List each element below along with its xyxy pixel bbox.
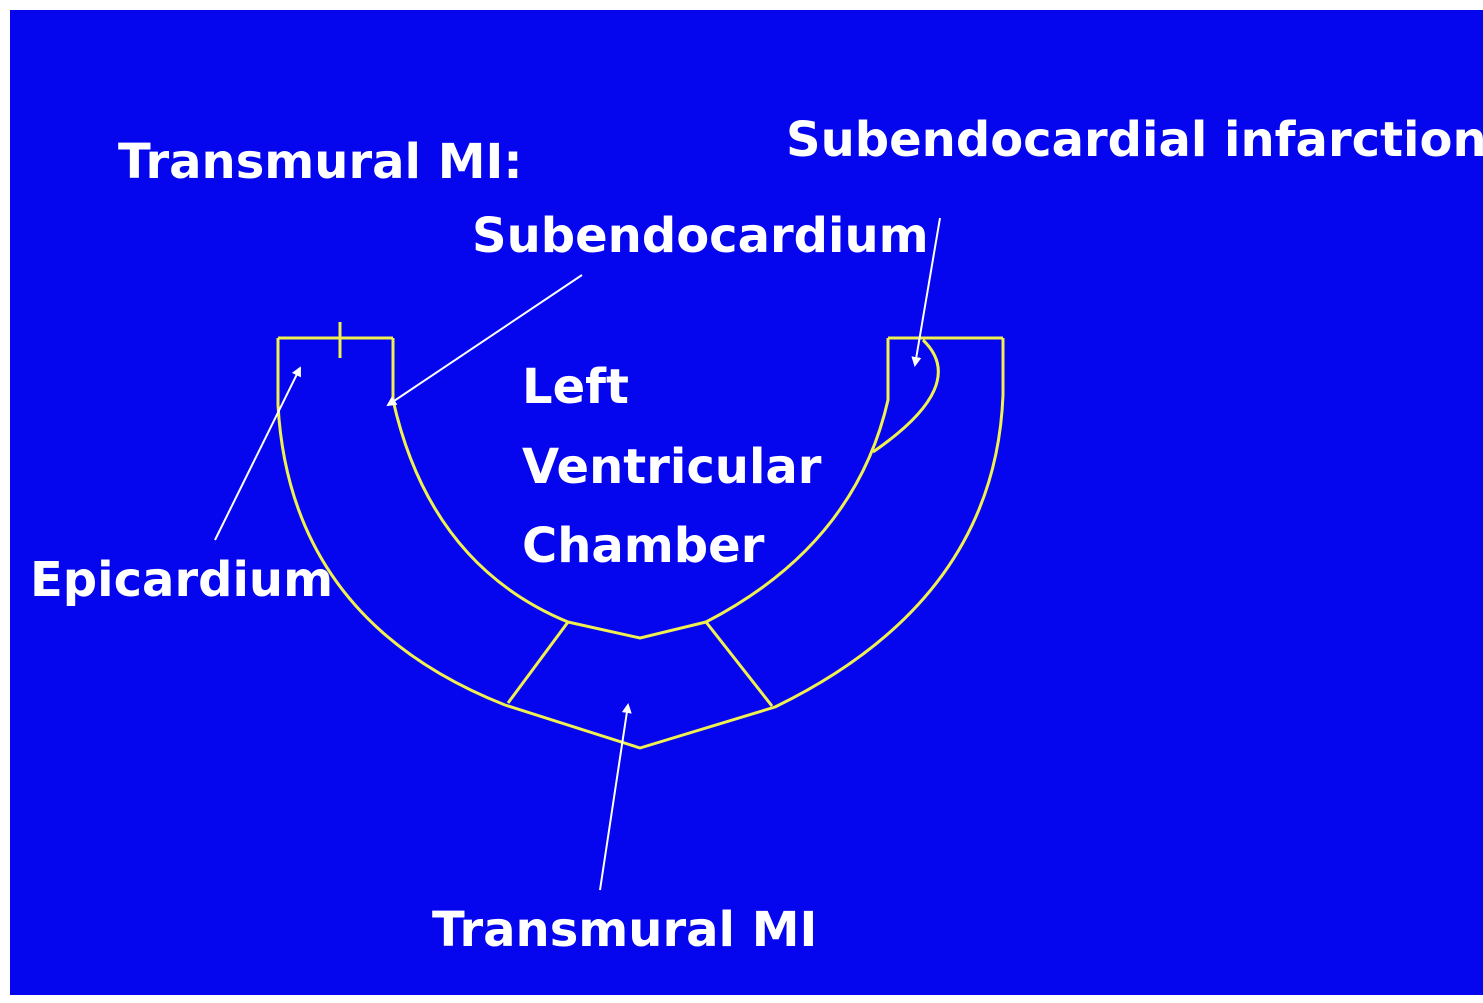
label-chamber-line-3: Chamber	[522, 518, 765, 574]
label-chamber-line-2: Ventricular	[522, 439, 822, 495]
label-transmural-mi: Transmural MI	[432, 902, 817, 958]
label-epicardium: Epicardium	[30, 552, 333, 608]
label-subendocardial-infarction: Subendocardial infarction	[786, 112, 1483, 168]
heading-transmural-mi: Transmural MI:	[118, 134, 523, 190]
label-subendocardium: Subendocardium	[472, 208, 929, 264]
label-chamber-line-1: Left	[522, 359, 629, 415]
